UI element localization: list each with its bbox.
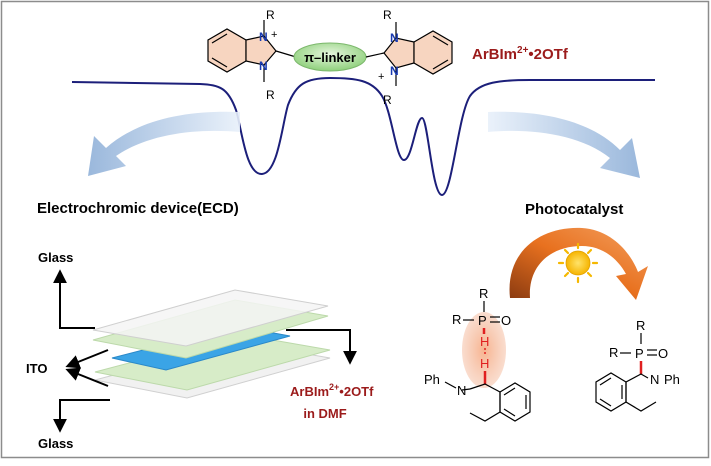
react-r-left: R — [452, 312, 461, 327]
prod-r-left: R — [609, 345, 618, 360]
right-r-bottom: R — [383, 93, 392, 107]
ito-arrow-top — [65, 349, 109, 369]
arrow-to-photocatalyst — [488, 111, 640, 178]
glass-top-arrow — [53, 269, 95, 329]
prod-ph: Ph — [664, 372, 680, 387]
top-glass-plate — [92, 289, 329, 347]
arrow-to-ecd — [88, 111, 240, 176]
right-n-bottom: N — [390, 64, 399, 78]
product-thiq — [595, 372, 657, 412]
react-h-top: H — [480, 334, 489, 349]
energy-wave — [71, 76, 655, 197]
react-n: N — [457, 383, 466, 398]
ecd-title: Electrochromic device(ECD) — [37, 200, 239, 217]
react-o: O — [501, 313, 511, 328]
electrolyte-solvent: in DMF — [303, 406, 346, 421]
left-r-bottom: R — [266, 88, 275, 102]
left-n-top: N — [259, 30, 268, 44]
ecd-stack — [92, 289, 331, 399]
reactant-thiq — [461, 382, 531, 422]
glass-top-label: Glass — [38, 250, 73, 265]
left-r-top: R — [266, 8, 275, 22]
electrolyte-name: ArBIm2+•2OTf — [290, 382, 374, 399]
photocatalyst-title: Photocatalyst — [525, 201, 623, 218]
left-n-plus: + — [271, 29, 277, 41]
prod-n: N — [650, 372, 659, 387]
left-benzimidazolium — [207, 20, 297, 82]
right-benzimidazolium — [383, 22, 453, 86]
react-p: P — [478, 313, 487, 328]
prod-r-top: R — [636, 318, 645, 333]
compound-name: ArBIm2+•2OTf — [472, 45, 569, 63]
glass-bottom-label: Glass — [38, 436, 73, 451]
reaction-arc — [509, 227, 648, 300]
ito-arrow-bottom — [65, 367, 109, 387]
electrolyte-arrow — [286, 329, 357, 365]
prod-o: O — [658, 346, 668, 361]
right-n-top: N — [390, 31, 399, 45]
glass-bottom-arrow — [53, 399, 110, 433]
prod-p: P — [635, 346, 644, 361]
ito-label: ITO — [26, 361, 47, 376]
left-n-bottom: N — [259, 59, 268, 73]
react-ph: Ph — [424, 372, 440, 387]
right-r-top: R — [383, 8, 392, 22]
react-r-top: R — [479, 286, 488, 301]
sun-icon — [557, 242, 599, 284]
right-n-plus: + — [378, 71, 384, 83]
linker-label: π–linker — [304, 50, 356, 65]
react-h-bottom: H — [480, 356, 489, 371]
h-glow — [462, 312, 506, 388]
